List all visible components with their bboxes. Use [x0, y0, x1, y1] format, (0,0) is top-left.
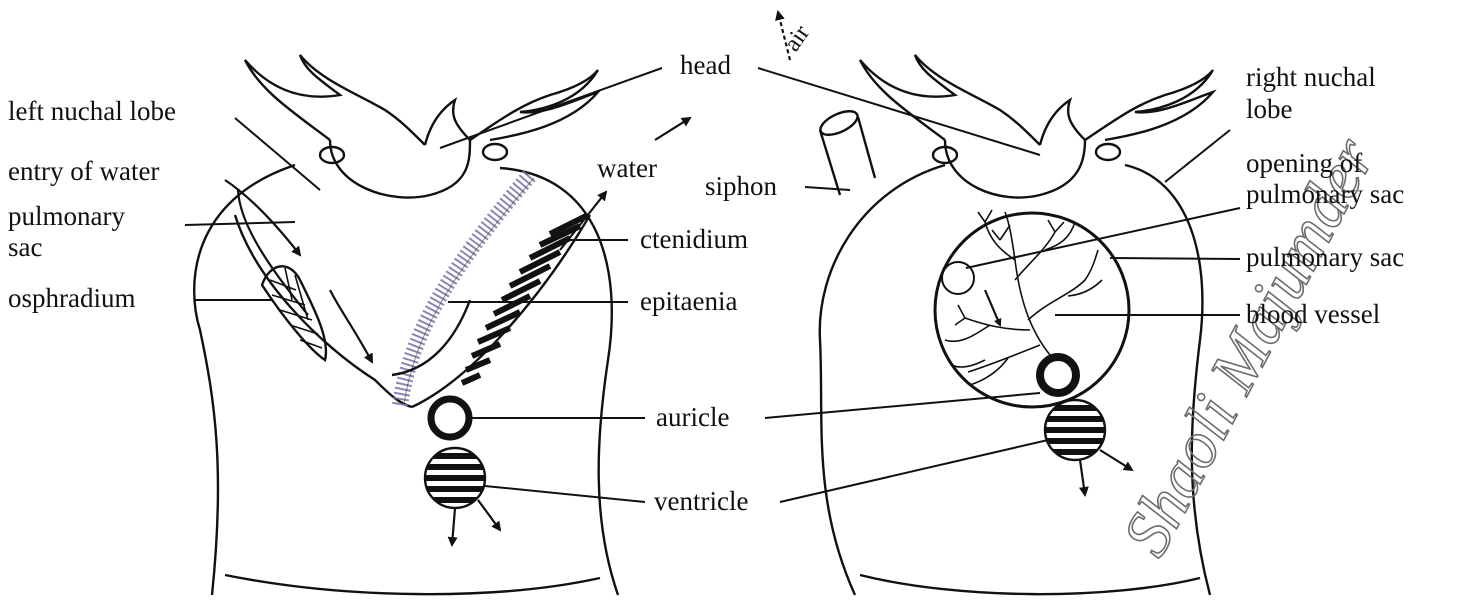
label-left-nuchal-lobe: left nuchal lobe [8, 98, 176, 126]
label-head: head [680, 52, 731, 80]
left-mantle-edge [235, 215, 590, 407]
label-epitaenia: epitaenia [640, 288, 737, 316]
label-right-nuchal-lobe-2: lobe [1246, 96, 1293, 124]
left-ventricle [420, 448, 490, 508]
label-entry-of-water: entry of water [8, 158, 159, 186]
label-pulmonary-sac-right: pulmonary sac [1246, 244, 1404, 272]
label-auricle: auricle [656, 404, 729, 432]
left-auricle [431, 399, 469, 437]
label-opening-2: pulmonary sac [1246, 181, 1404, 209]
siphon [817, 106, 875, 195]
label-blood-vessel: blood vessel [1246, 301, 1380, 329]
right-head [860, 55, 1213, 198]
label-pulmonary-sac-left-1: pulmonary [8, 203, 125, 231]
osphradium [262, 266, 326, 360]
left-bottom-curve [225, 575, 600, 594]
label-osphradium: osphradium [8, 285, 136, 313]
left-head [245, 55, 598, 198]
right-auricle [1040, 357, 1076, 393]
label-ctenidium: ctenidium [640, 226, 748, 254]
label-pulmonary-sac-left-2: sac [8, 234, 42, 262]
label-water: water [597, 155, 657, 183]
label-ventricle: ventricle [654, 488, 748, 516]
leader-lines [185, 68, 1240, 502]
label-siphon: siphon [705, 173, 777, 201]
label-right-nuchal-lobe-1: right nuchal [1246, 64, 1376, 92]
label-opening-1: opening of [1246, 150, 1362, 178]
right-ventricle [1040, 400, 1110, 460]
